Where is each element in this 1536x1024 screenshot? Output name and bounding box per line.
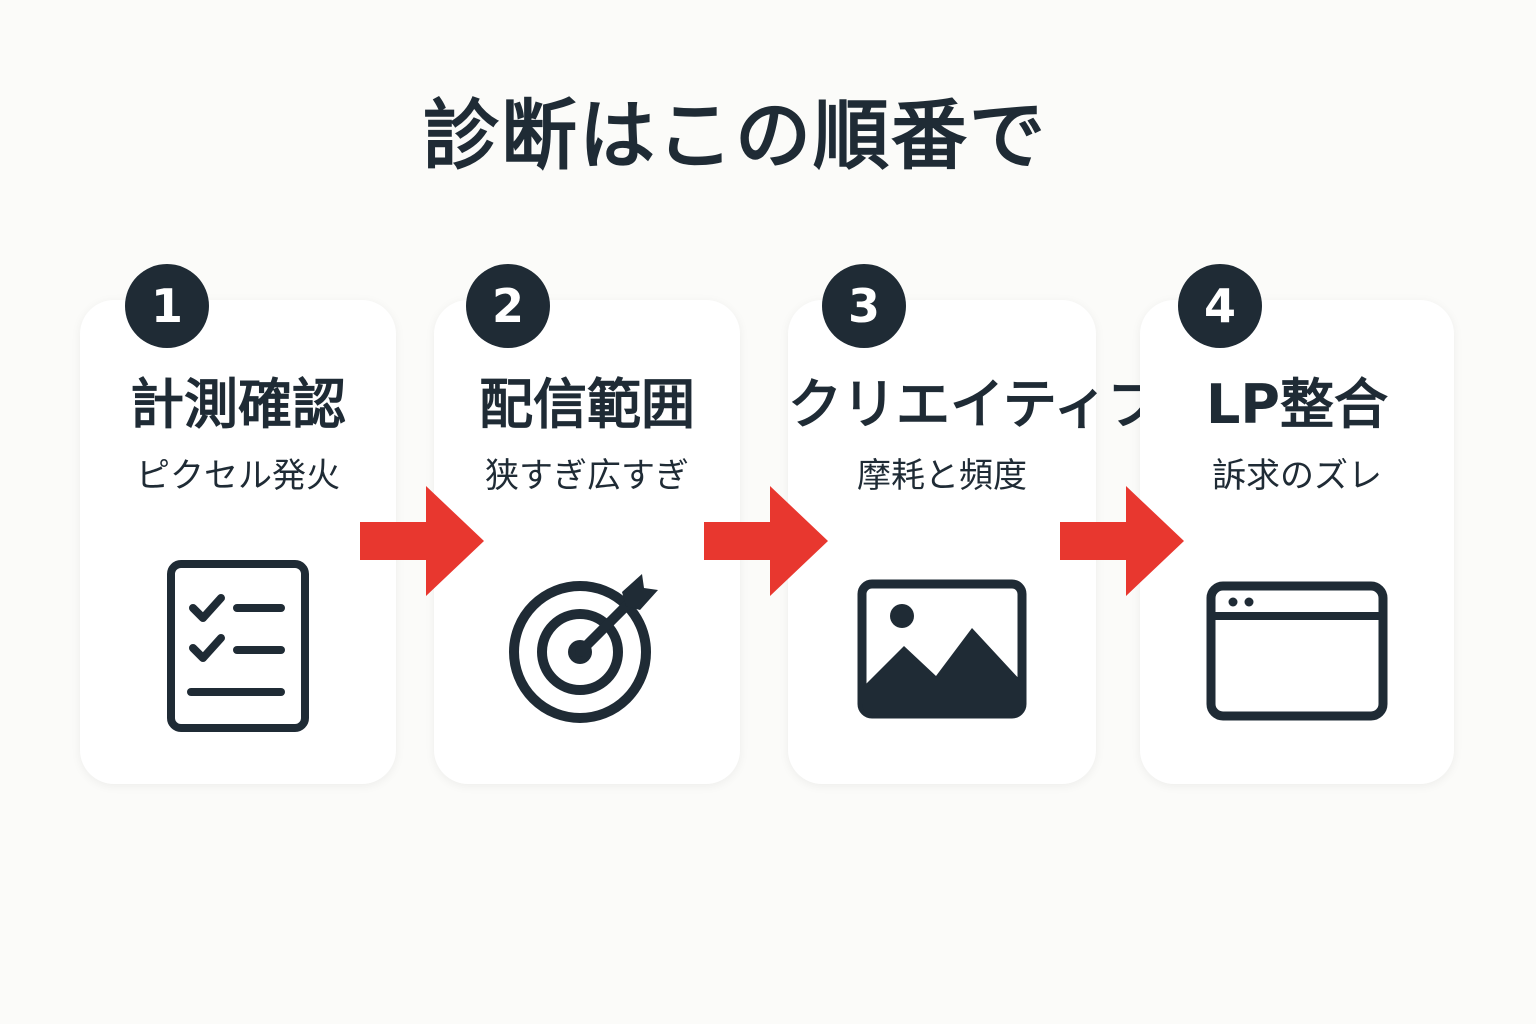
step-subtitle: 訴求のズレ xyxy=(1212,456,1382,496)
target-icon xyxy=(434,560,740,730)
step-subtitle: 狭すぎ広すぎ xyxy=(485,456,689,496)
browser-window-icon xyxy=(1140,580,1454,722)
step-card-3: クリエイティブ 摩耗と頻度 xyxy=(788,300,1162,784)
step-badge-4: 4 xyxy=(1178,264,1262,348)
step-card-1: 計測確認 ピクセル発火 xyxy=(80,300,396,784)
step-badge-1: 1 xyxy=(125,264,209,348)
image-icon xyxy=(788,576,1096,722)
step-card-4: LP整合 訴求のズレ xyxy=(1140,300,1454,784)
checklist-icon xyxy=(80,556,396,736)
step-subtitle: 摩耗と頻度 xyxy=(857,456,1027,496)
step-title: 計測確認 xyxy=(130,373,346,436)
step-badge-2: 2 xyxy=(466,264,550,348)
step-card-2: 配信範囲 狭すぎ広すぎ xyxy=(434,300,740,784)
arrow-right-icon xyxy=(360,486,484,596)
step-title: 配信範囲 xyxy=(479,373,695,436)
step-subtitle: ピクセル発火 xyxy=(136,456,340,496)
step-badge-3: 3 xyxy=(822,264,906,348)
page-title: 診断はこの順番で xyxy=(423,91,1047,180)
arrow-right-icon xyxy=(1060,486,1184,596)
step-title: LP整合 xyxy=(1206,373,1388,436)
step-title: クリエイティブ xyxy=(788,373,1162,436)
arrow-right-icon xyxy=(704,486,828,596)
